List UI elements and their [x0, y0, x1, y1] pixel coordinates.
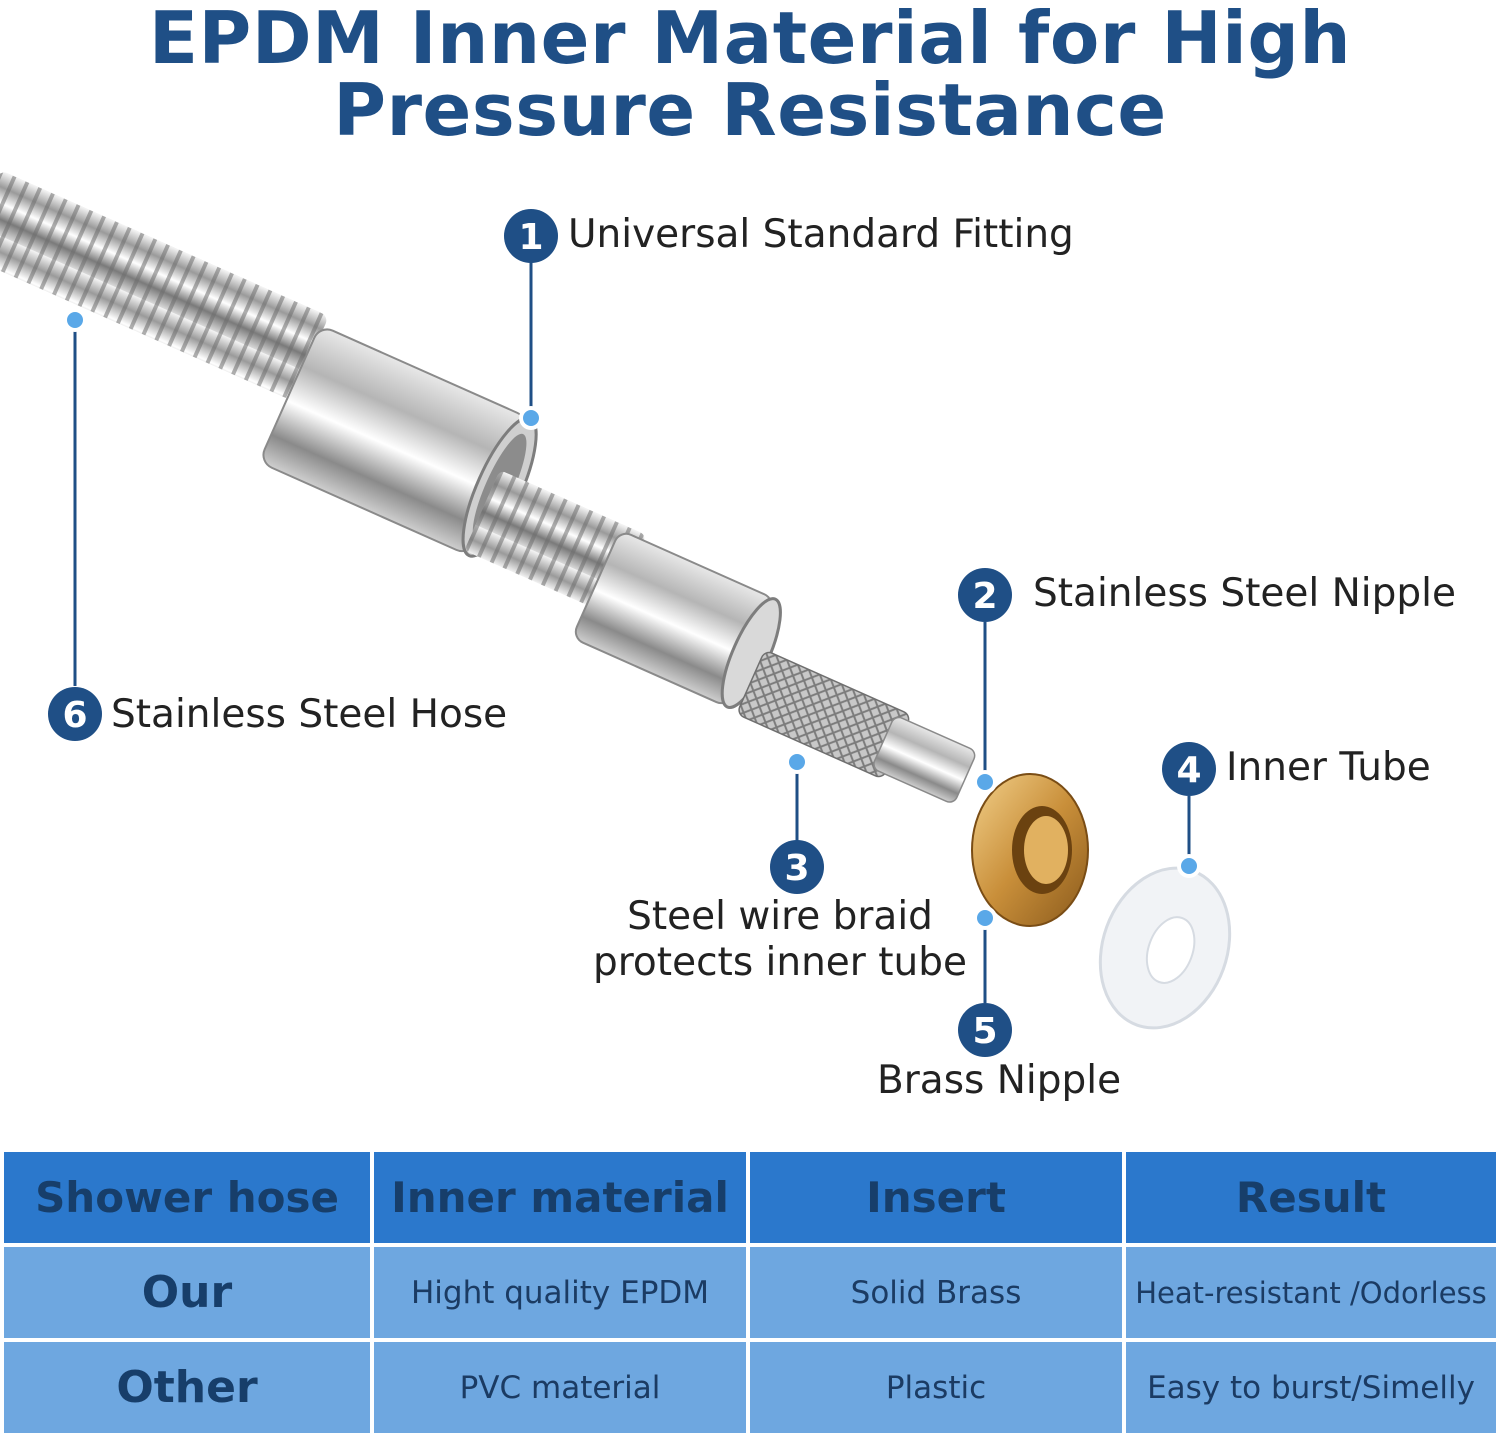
number-badges: 1 2 3 4 5 6: [48, 209, 1216, 1057]
callout-label-3: Steel wire braid protects inner tube: [585, 894, 975, 986]
badge-6: 6: [48, 687, 102, 741]
badge-3-number: 3: [784, 848, 809, 889]
leader-lines: [73, 262, 1191, 1003]
badge-6-number: 6: [62, 695, 87, 736]
callout-label-3-line2: protects inner tube: [593, 940, 967, 985]
callout-label-1: Universal Standard Fitting: [568, 212, 1074, 257]
badge-5-number: 5: [972, 1011, 997, 1052]
comparison-table: Shower hose Inner material Insert Result…: [0, 1148, 1500, 1437]
callout-label-3-line1: Steel wire braid: [627, 894, 933, 939]
table-header-insert: Insert: [750, 1152, 1122, 1243]
badge-2-number: 2: [972, 576, 997, 617]
table-header-shower-hose: Shower hose: [4, 1152, 370, 1243]
stainless-steel-nipple: [873, 716, 976, 803]
table-cell-row-label: Our: [4, 1247, 370, 1338]
table-cell: PVC material: [374, 1342, 746, 1433]
callout-label-6: Stainless Steel Hose: [111, 692, 508, 737]
table-row: Other PVC material Plastic Easy to burst…: [4, 1342, 1496, 1433]
table-cell: Heat-resistant /Odorless: [1126, 1247, 1496, 1338]
badge-5: 5: [958, 1003, 1012, 1057]
table-cell: Easy to burst/Simelly: [1126, 1342, 1496, 1433]
badge-4: 4: [1162, 742, 1216, 796]
table-cell-row-label: Other: [4, 1342, 370, 1433]
inner-tube-washer: [1098, 866, 1232, 1030]
callout-label-5: Brass Nipple: [877, 1058, 1122, 1103]
badge-3: 3: [770, 840, 824, 894]
page-title: EPDM Inner Material for High Pressure Re…: [0, 0, 1500, 146]
table-header-row: Shower hose Inner material Insert Result: [4, 1152, 1496, 1243]
table-header-result: Result: [1126, 1152, 1496, 1243]
table-cell: Hight quality EPDM: [374, 1247, 746, 1338]
brass-nipple: [971, 773, 1089, 927]
badge-1: 1: [504, 209, 558, 263]
table-row: Our Hight quality EPDM Solid Brass Heat-…: [4, 1247, 1496, 1338]
anchor-dots: [63, 308, 1201, 930]
hose-illustration: 1 2 3 4 5 6: [0, 172, 1232, 1057]
callout-label-2: Stainless Steel Nipple: [1033, 571, 1456, 616]
table-cell: Solid Brass: [750, 1247, 1122, 1338]
badge-4-number: 4: [1176, 750, 1201, 791]
badge-1-number: 1: [518, 217, 543, 258]
table-header-inner-material: Inner material: [374, 1152, 746, 1243]
badge-2: 2: [958, 568, 1012, 622]
stainless-steel-hose: [0, 172, 327, 398]
title-line-1: EPDM Inner Material for High: [148, 0, 1352, 80]
table-cell: Plastic: [750, 1342, 1122, 1433]
callout-label-4: Inner Tube: [1226, 745, 1431, 790]
title-line-2: Pressure Resistance: [333, 68, 1167, 152]
